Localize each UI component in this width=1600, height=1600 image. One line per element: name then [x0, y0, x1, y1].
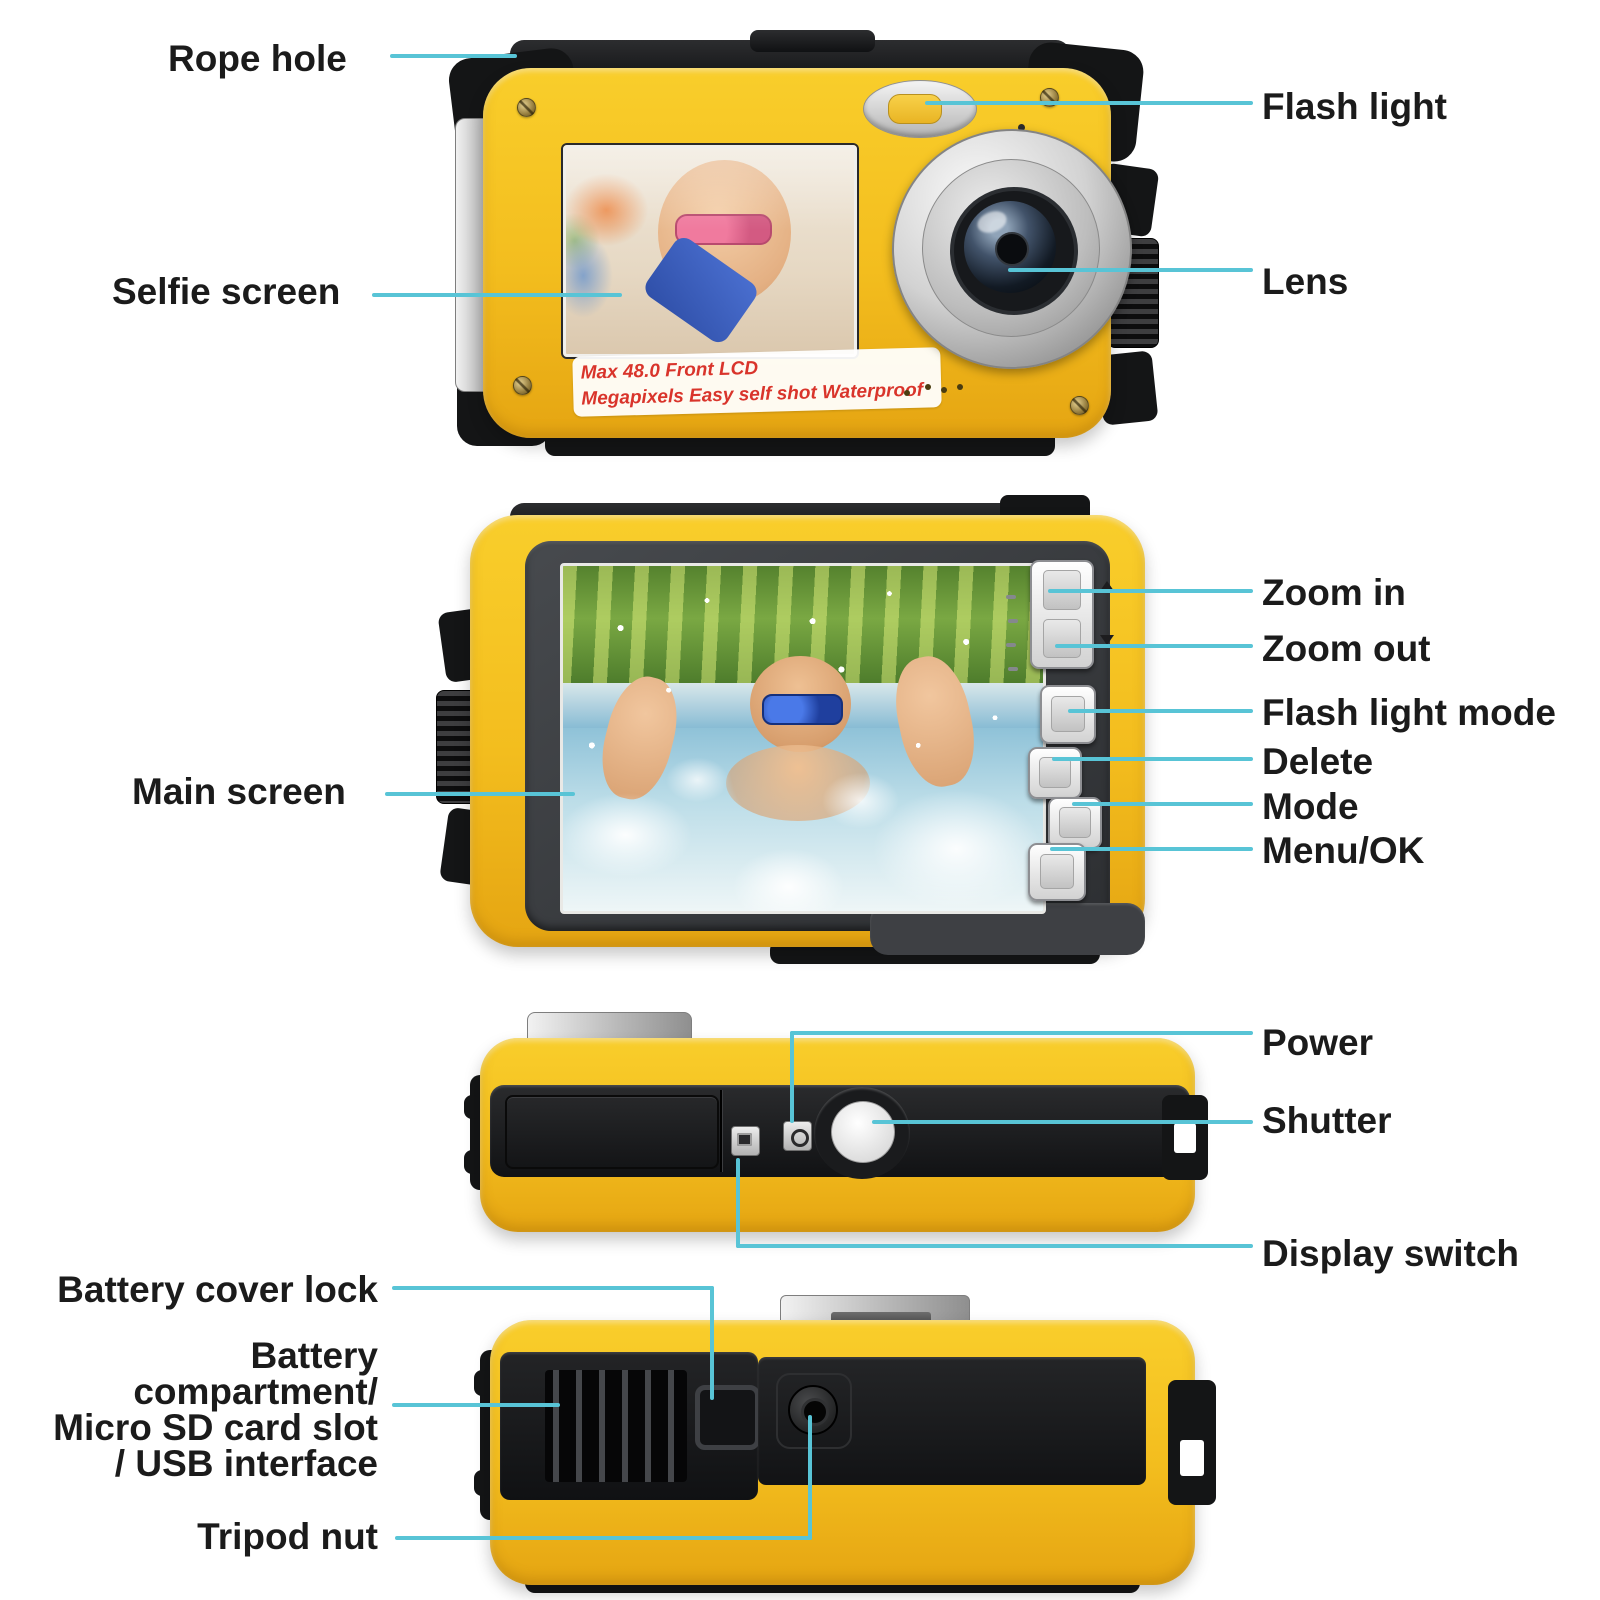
zoom-out-arrow-icon: [1100, 635, 1114, 645]
label-delete: Delete: [1262, 741, 1374, 782]
leader-display-switch-vertical: [736, 1158, 740, 1248]
selfie-photo-glare: [566, 148, 854, 231]
leader-power-vertical: [790, 1031, 794, 1123]
label-zoom-out: Zoom out: [1262, 628, 1431, 669]
label-mode: Mode: [1262, 786, 1359, 827]
back-indicator-mark: [1006, 595, 1016, 599]
zoom-rocker-button: [1030, 560, 1094, 669]
leader-flash-light-mode: [1068, 709, 1253, 713]
speaker-dot: [904, 390, 910, 396]
bottom-right-plate: [758, 1357, 1146, 1485]
leader-shutter: [872, 1120, 1253, 1124]
top-left-nub: [464, 1095, 480, 1119]
battery-door-grip-ridges: [545, 1370, 687, 1482]
label-main-screen: Main screen: [132, 771, 346, 812]
zoom-out-key: [1042, 618, 1081, 659]
leader-flash-light: [925, 101, 1253, 105]
label-battery-compartment-line2: compartment/: [133, 1371, 378, 1412]
label-battery-compartment-line4: / USB interface: [114, 1443, 378, 1484]
front-marketing-text: Max 48.0 Front LCD Megapixels Easy self …: [572, 347, 942, 417]
leader-delete: [1052, 757, 1253, 761]
top-panel-seam: [720, 1090, 722, 1172]
front-screw-bottom-left: [513, 376, 532, 395]
top-panel-door-line: [505, 1095, 719, 1169]
leader-main-screen: [385, 792, 575, 796]
leader-zoom-out: [1055, 644, 1253, 648]
front-screw-bottom-right: [1070, 396, 1089, 415]
battery-door: [500, 1352, 760, 1500]
leader-tripod-nut-vertical: [808, 1415, 812, 1540]
label-display-switch: Display switch: [1262, 1233, 1520, 1274]
bottom-left-nub: [474, 1370, 490, 1396]
mic-hole: [1018, 124, 1025, 131]
delete-button: [1028, 747, 1082, 799]
leader-selfie-screen: [372, 293, 622, 297]
label-shutter: Shutter: [1262, 1100, 1392, 1141]
leader-battery-compartment: [392, 1403, 560, 1407]
back-indicator-mark: [1008, 619, 1018, 623]
power-icon: [791, 1129, 809, 1147]
shutter-button: [831, 1101, 895, 1163]
tripod-nut-hole: [801, 1398, 829, 1426]
lens-hub: [995, 232, 1029, 266]
leader-zoom-in: [1048, 589, 1253, 593]
label-battery-compartment-line3: Micro SD card slot: [53, 1407, 378, 1448]
top-left-nub: [464, 1150, 480, 1174]
bottom-right-buckle: [1168, 1380, 1216, 1505]
main-photo-splash-dots: [563, 566, 1043, 911]
leader-rope-hole: [390, 54, 517, 58]
selfie-photo-goggles: [675, 213, 772, 245]
tripod-nut-recess: [776, 1373, 852, 1449]
leader-menu-ok: [1050, 847, 1253, 851]
display-switch-button: [731, 1126, 760, 1156]
bottom-right-buckle-hole: [1180, 1440, 1204, 1476]
front-screw-top-left: [517, 98, 536, 117]
back-indicator-mark: [1008, 667, 1018, 671]
leader-lens: [1008, 268, 1253, 272]
label-lens: Lens: [1262, 261, 1349, 302]
speaker-dot: [941, 387, 947, 393]
label-menu-ok: Menu/OK: [1262, 830, 1425, 871]
selfie-screen: [563, 145, 857, 357]
back-indicator-mark: [1006, 643, 1016, 647]
leader-tripod-nut: [395, 1536, 812, 1540]
front-top-bump: [750, 30, 875, 52]
leader-battery-cover-lock: [392, 1286, 714, 1290]
label-tripod-nut: Tripod nut: [197, 1516, 378, 1557]
label-battery-compartment-line1: Battery: [250, 1335, 379, 1376]
front-view: Max 48.0 Front LCD Megapixels Easy self …: [446, 28, 1165, 460]
main-screen: [560, 563, 1046, 914]
label-selfie-screen: Selfie screen: [112, 271, 341, 312]
label-rope-hole: Rope hole: [168, 38, 347, 79]
label-flash-light-mode: Flash light mode: [1262, 692, 1556, 733]
top-right-buckle-hole: [1174, 1123, 1196, 1153]
top-view: [464, 1000, 1210, 1250]
label-power: Power: [1262, 1022, 1374, 1063]
bottom-left-nub: [474, 1470, 490, 1496]
menu-ok-button: [1028, 843, 1086, 901]
leader-power: [790, 1031, 1253, 1035]
battery-cover-latch: [695, 1385, 760, 1450]
flash-light-window: [888, 94, 942, 124]
back-view: [436, 495, 1160, 975]
speaker-dot: [925, 384, 931, 390]
leader-mode: [1072, 802, 1253, 806]
speaker-dot: [957, 384, 963, 390]
label-flash-light: Flash light: [1262, 86, 1447, 127]
top-right-buckle: [1162, 1095, 1208, 1180]
power-button: [783, 1121, 812, 1151]
display-switch-icon: [737, 1133, 752, 1146]
zoom-in-arrow-icon: [1100, 581, 1114, 591]
flash-light-mode-button: [1040, 685, 1096, 744]
label-zoom-in: Zoom in: [1262, 572, 1406, 613]
leader-display-switch: [736, 1244, 1253, 1248]
leader-battery-cover-lock-vertical: [710, 1286, 714, 1400]
bottom-view: [474, 1285, 1220, 1597]
label-battery-cover-lock: Battery cover lock: [57, 1269, 378, 1310]
